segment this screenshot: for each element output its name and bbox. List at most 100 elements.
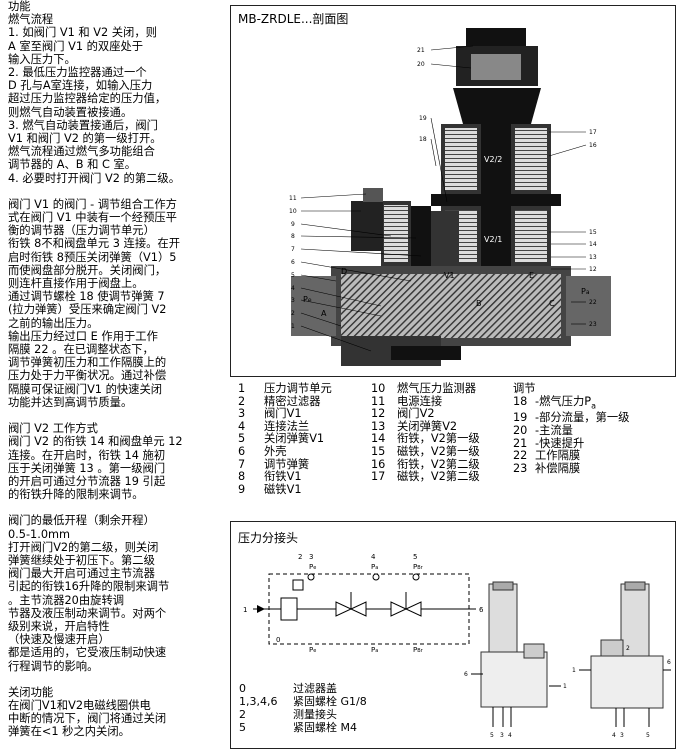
- legend-number: 17: [371, 470, 386, 484]
- port-symbol-pbr: [412, 573, 420, 581]
- photo1-label-6: 6: [464, 671, 468, 678]
- callout-17: 17: [589, 129, 597, 136]
- callout-3: 3: [291, 297, 295, 304]
- paragraph-gap: [8, 185, 223, 198]
- legend-subscript: a: [591, 400, 596, 410]
- text-line: 衡的调节器（压力调节单元）: [8, 224, 155, 238]
- legend-number: 18: [513, 394, 528, 408]
- port-label-6: 6: [479, 606, 484, 614]
- label-v2-2: V2/2: [484, 155, 502, 164]
- text-line: A 室至阀门 V1 的双座处于: [8, 39, 144, 53]
- legend-text: 关闭弹簧V2: [397, 419, 458, 433]
- text-line: D 孔与A室连接，如输入压力: [8, 79, 153, 93]
- text-line: 2. 最低压力监控器通过一个: [8, 66, 147, 80]
- text-line: 引起的衔铁16升降的限制来调节: [8, 580, 170, 594]
- text-line: 调节器的 A、B 和 C 室。: [8, 158, 137, 172]
- text-line: 阀门最大开启可通过主节流器: [8, 567, 155, 581]
- text-line: 连接。在开启时，衔铁 14 施初: [8, 448, 166, 462]
- legend-text: 磁铁，V2第二级: [397, 470, 480, 484]
- coil-v1-right: [431, 211, 459, 266]
- text-line: 3. 燃气自动装置接通后，阀门: [8, 118, 158, 132]
- text-line: 压力处于力平衡状况。通过补偿: [8, 369, 167, 383]
- legend-number: 5: [239, 721, 246, 734]
- legend-item: 19-部分流量，第一级: [513, 412, 629, 425]
- photo1-label-5: 5: [490, 732, 494, 739]
- label-b: B: [476, 299, 482, 308]
- legend-text: 测量接头: [293, 708, 337, 721]
- callout-22: 22: [589, 299, 597, 306]
- legend-number: 20: [513, 424, 528, 438]
- legend-text: 补偿隔膜: [535, 461, 581, 475]
- callout-9: 9: [291, 221, 295, 228]
- pressure-ports-schematic: 2 3 4 5 Pe Pa PBr Pe Pa PBr 1 0 6 6: [243, 553, 671, 739]
- callout-6: 6: [291, 259, 295, 266]
- paragraph-gap: [8, 673, 223, 686]
- photo2-label-6: 6: [667, 659, 671, 666]
- port-p-br-top: PBr: [413, 563, 424, 571]
- text-line: (拉力弹簧）受压来确定阀门 V2: [8, 303, 167, 317]
- legend-number: 22: [513, 449, 528, 463]
- callout-15: 15: [589, 229, 597, 236]
- legend-number: 3: [238, 407, 246, 421]
- legend-number: 6: [238, 444, 246, 458]
- callout-11: 11: [289, 195, 297, 202]
- port-symbol-pa: [372, 573, 380, 581]
- callout-8: 8: [291, 233, 295, 240]
- legend-number: 23: [513, 461, 528, 475]
- text-line: 弹簧在<1 秒之内关闭。: [8, 725, 130, 739]
- port-symbol-pe: [307, 573, 315, 581]
- callout-19: 19: [419, 115, 427, 122]
- label-v2-1: V2/1: [484, 235, 502, 244]
- photo2-label-5: 5: [646, 732, 650, 739]
- legend-number: 12: [371, 407, 386, 421]
- text-line: 中断的情况下，阀门将通过关闭: [8, 712, 167, 726]
- port-label-0: 0: [276, 636, 280, 644]
- text-line: 功能并达到高调节质量。: [8, 395, 133, 409]
- flange-right: [566, 276, 611, 336]
- text-line: 通过调节螺栓 18 使调节弹簧 7: [8, 290, 165, 304]
- top-cap: [466, 28, 526, 48]
- text-line: 则连杆直接作用于阀盘上。: [8, 277, 144, 291]
- legend-text: 过滤器盖: [293, 682, 337, 695]
- text-line: 燃气流程: [8, 13, 54, 27]
- text-line: 压于关闭弹簧 13 。第一级阀门: [8, 461, 166, 475]
- monitor-symbol: [292, 579, 304, 591]
- flange-left: [291, 276, 336, 336]
- port-label-5: 5: [413, 553, 417, 561]
- callout-10: 10: [289, 208, 297, 215]
- text-line: 衔铁 8不和阀盘单元 3 连接。在开: [8, 237, 181, 251]
- legend-number: 7: [238, 457, 246, 471]
- paragraph-gap: [8, 501, 223, 514]
- callout-18: 18: [419, 136, 427, 143]
- text-line: 则燃气自动装置被接通。: [8, 105, 133, 119]
- photo1-label-3: 3: [500, 732, 504, 739]
- label-c: C: [549, 299, 555, 308]
- label-v1: V1: [444, 271, 455, 280]
- legend-text: 燃气压力监测器: [397, 382, 477, 395]
- legend-text: 衔铁V1: [264, 470, 302, 484]
- text-line: 的开启可通过分节流器 19 引起: [8, 474, 166, 488]
- legend-number: 21: [513, 436, 528, 450]
- section-view-panel: MB-ZRDLE...剖面图: [230, 5, 676, 377]
- legend-number: 15: [371, 444, 386, 458]
- callout-23: 23: [589, 321, 597, 328]
- port-p-e-bottom: Pe: [309, 646, 316, 654]
- label-pa: Pa: [581, 287, 590, 296]
- photo2-label-3: 3: [620, 732, 624, 739]
- section-view-title: MB-ZRDLE...剖面图: [238, 12, 349, 26]
- text-line: 输出压力经过口 E 作用于工作: [8, 329, 158, 343]
- photo1-label-4: 4: [508, 732, 512, 739]
- text-line: 在阀门V1和V2电磁线圈供电: [8, 698, 151, 712]
